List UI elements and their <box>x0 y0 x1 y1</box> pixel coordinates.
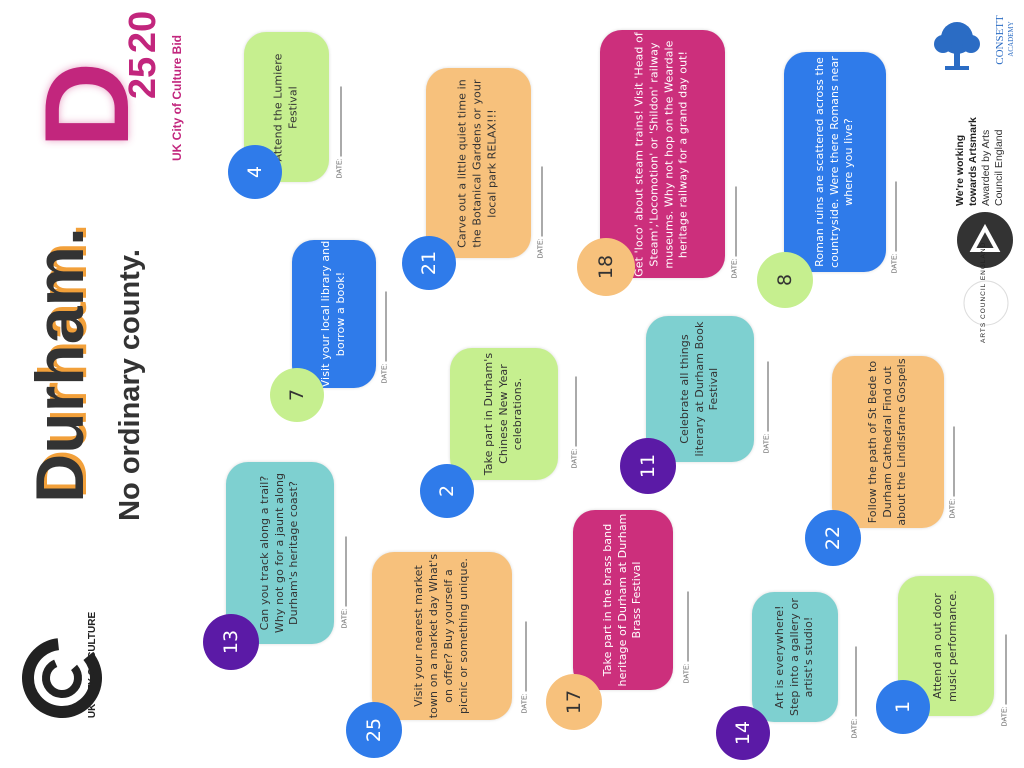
activity-number-7: 7 <box>270 368 324 422</box>
date-field-11[interactable]: DATE: <box>764 344 771 454</box>
activity-number-1: 1 <box>876 680 930 734</box>
activity-text-25: Visit your nearest market town on a mark… <box>412 553 470 719</box>
artsmark-logo: We're working towards Artsmark Awarded b… <box>940 95 1020 210</box>
date-field-8[interactable]: DATE: <box>892 164 899 274</box>
uk-city-culture-logo: UK CITY OF CULTURE <box>22 612 102 738</box>
activity-card-14 <box>752 592 838 722</box>
date-field-1[interactable]: DATE: <box>1002 617 1009 727</box>
activity-number-22: 22 <box>805 510 861 566</box>
date-field-22[interactable]: DATE: <box>950 409 957 519</box>
activity-text-2: Take part in Durham's Chinese New Year c… <box>481 352 525 476</box>
consett-name: CONSETT <box>994 15 1006 65</box>
artsmark-line1: We're working <box>954 134 966 206</box>
arts-council-label: ARTS COUNCIL ENGLAND <box>980 241 987 343</box>
activity-text-22: Follow the path of St Bede to Durham Cat… <box>865 358 909 526</box>
artsmark-icon <box>969 223 1001 252</box>
activity-card-21 <box>426 68 531 258</box>
activity-card-25 <box>372 552 512 720</box>
activity-number-11: 11 <box>620 438 676 494</box>
activity-text-14: Art is everywhere! Step into a gallery o… <box>772 598 816 716</box>
activity-card-7 <box>292 240 376 388</box>
activity-text-8: Roman ruins are scattered across the cou… <box>812 56 856 268</box>
date-field-2[interactable]: DATE: <box>572 359 579 469</box>
activity-number-2: 2 <box>420 464 474 518</box>
date-field-7[interactable]: DATE: <box>382 274 389 384</box>
activity-card-18 <box>600 30 725 278</box>
activity-card-2 <box>450 348 558 480</box>
d2025-logo: D 20 25 UK City of Culture Bid <box>20 10 184 175</box>
activity-number-18: 18 <box>577 238 635 296</box>
activity-number-4: 4 <box>228 145 282 199</box>
uk-city-culture-label: UK CITY OF CULTURE <box>87 611 98 719</box>
bid-label: UK City of Culture Bid <box>170 35 184 161</box>
activity-card-22 <box>832 356 944 528</box>
date-field-14[interactable]: DATE: <box>852 629 859 739</box>
date-field-18[interactable]: DATE: <box>732 169 739 279</box>
activity-number-13: 13 <box>203 614 259 670</box>
activity-text-21: Carve out a little quiet time in the Bot… <box>455 79 499 248</box>
page-title: Durham. <box>22 227 98 503</box>
artsmark-badge <box>957 212 1013 268</box>
activity-card-13 <box>226 462 334 644</box>
activity-number-21: 21 <box>402 236 456 290</box>
date-field-25[interactable]: DATE: <box>522 604 529 714</box>
date-field-17[interactable]: DATE: <box>684 574 691 684</box>
activity-card-11 <box>646 316 754 462</box>
uk-city-culture-icon <box>22 638 102 718</box>
consett-sub: ACADEMY <box>1007 21 1015 57</box>
artsmark-line2: towards Artsmark <box>967 117 979 206</box>
activity-text-7: Visit your local library and borrow a bo… <box>319 240 347 388</box>
activity-text-11: Celebrate all things literary at Durham … <box>677 321 721 457</box>
page-subtitle: No ordinary county. <box>114 249 146 521</box>
activity-number-14: 14 <box>716 706 770 760</box>
tree-icon <box>934 22 980 70</box>
artsmark-line3: Awarded by Arts <box>980 129 992 206</box>
activity-card-8 <box>784 52 886 272</box>
d2025-year-bottom: 25 <box>122 56 164 100</box>
consett-academy-logo: CONSETT ACADEMY <box>925 10 1020 80</box>
activity-number-17: 17 <box>546 674 602 730</box>
arts-council-logo: ARTS COUNCIL ENGLAND <box>955 242 1017 343</box>
date-field-21[interactable]: DATE: <box>538 149 545 259</box>
date-field-13[interactable]: DATE: <box>342 519 349 629</box>
activity-number-8: 8 <box>757 252 813 308</box>
artsmark-line4: Council England <box>993 129 1005 206</box>
activity-number-25: 25 <box>346 702 402 758</box>
activity-text-17: Take part in the brass band heritage of … <box>600 513 644 687</box>
activity-card-17 <box>573 510 673 690</box>
date-field-4[interactable]: DATE: <box>337 69 344 179</box>
arts-council-icon <box>963 280 1009 326</box>
